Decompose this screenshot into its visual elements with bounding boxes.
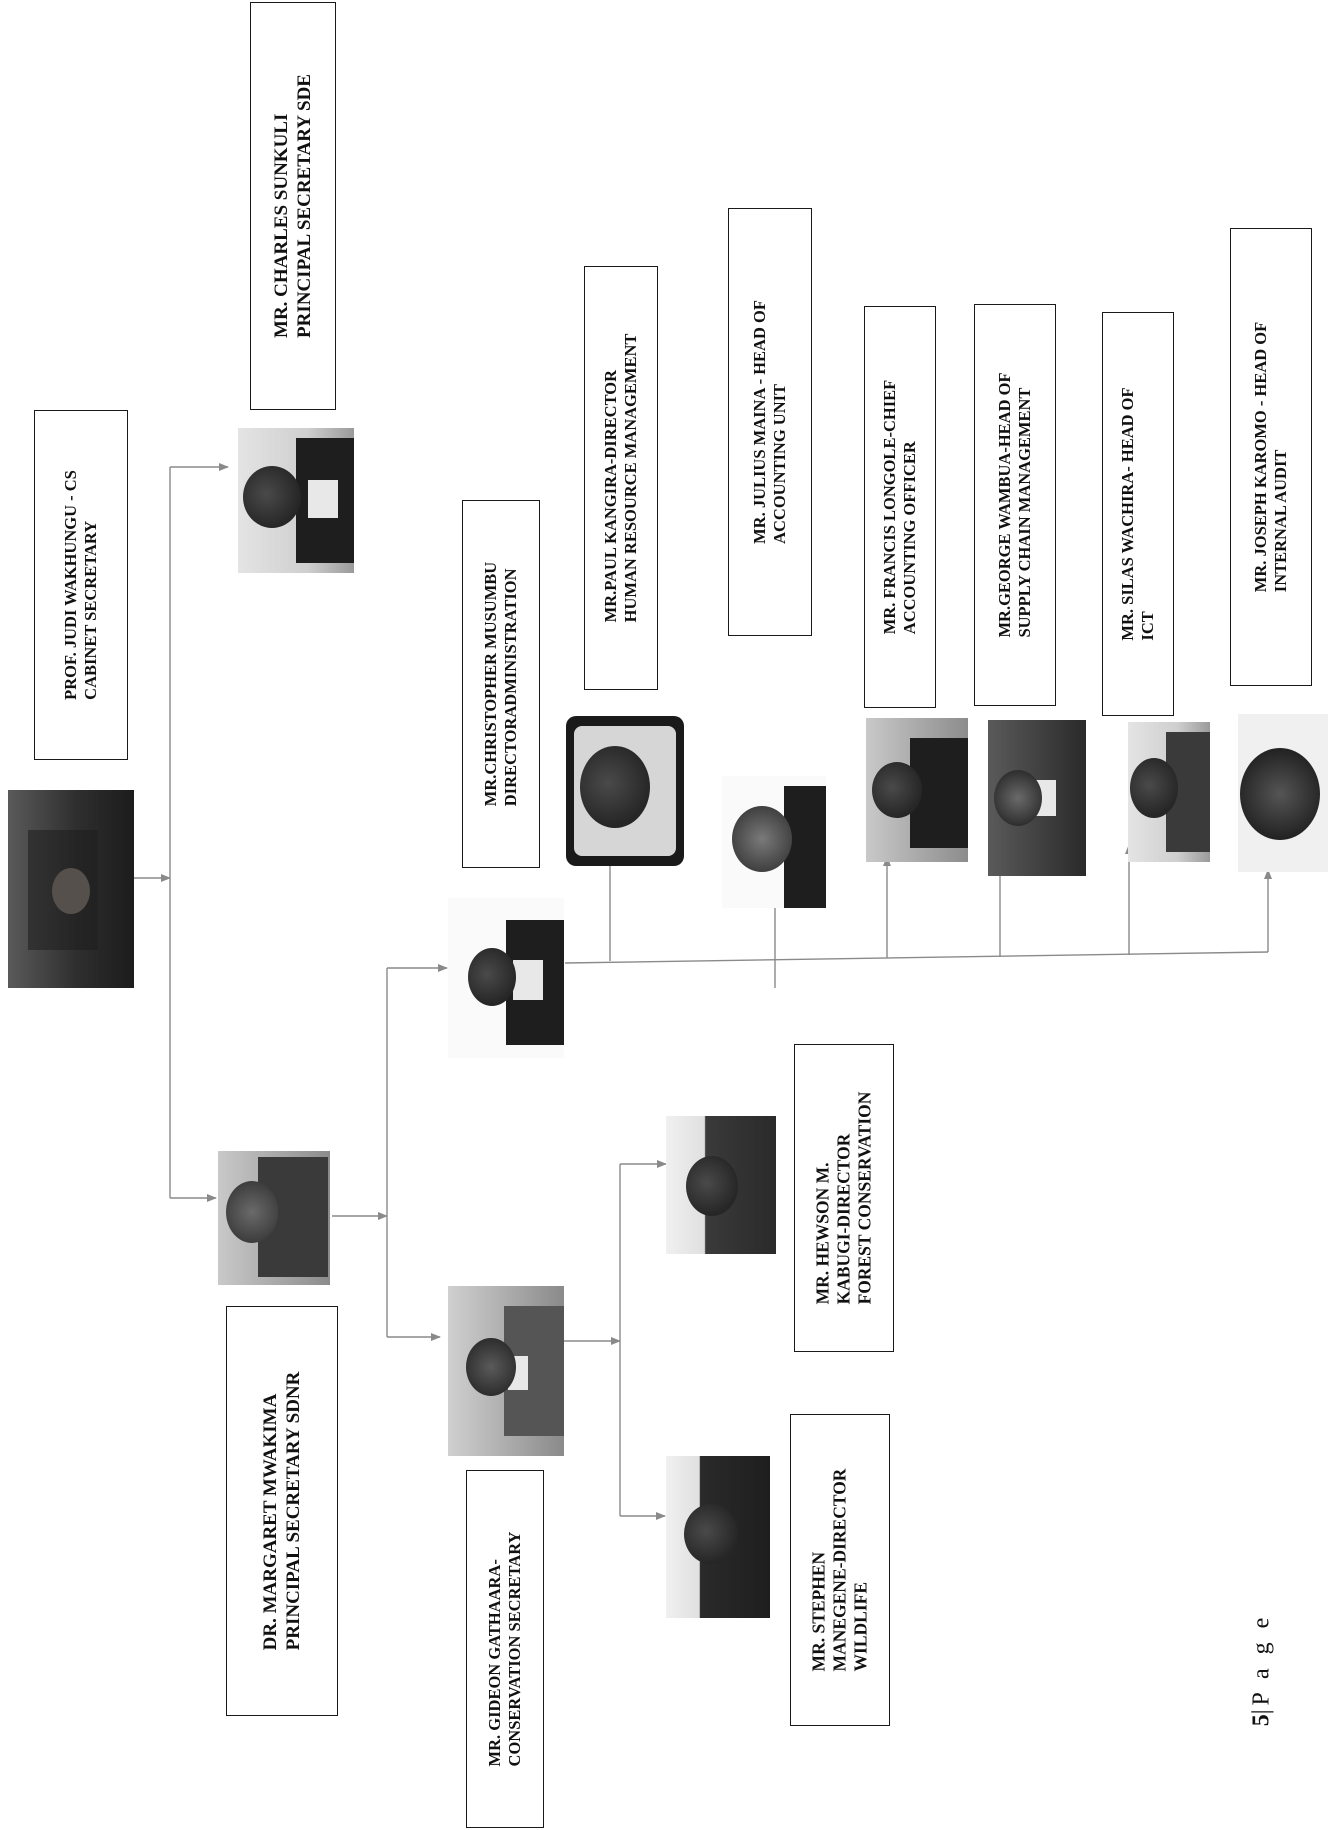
page-footer-text: 5|P a g e — [1249, 1614, 1276, 1727]
supply-photo — [988, 720, 1086, 876]
page-number: 5 — [1248, 1714, 1275, 1727]
page-footer: 5|P a g e — [1237, 1590, 1287, 1750]
conservation-photo — [448, 1286, 564, 1456]
admin-photo — [448, 898, 564, 1058]
cs-photo — [8, 790, 134, 988]
cao-photo — [866, 718, 968, 862]
accounting-photo — [722, 776, 826, 908]
conservation-label: MR. GIDEON GATHAARA-CONSERVATION SECRETA… — [485, 1531, 524, 1767]
hr-photo — [566, 716, 684, 866]
page-separator: | — [1248, 1705, 1275, 1715]
ps-sde-photo — [238, 428, 354, 573]
forest-photo — [666, 1116, 776, 1254]
page-word: P a g e — [1248, 1613, 1275, 1706]
audit-photo — [1238, 714, 1328, 872]
ps-sdnr-photo — [218, 1151, 330, 1285]
conservation-box: MR. GIDEON GATHAARA-CONSERVATION SECRETA… — [466, 1470, 544, 1828]
ict-photo — [1128, 722, 1210, 862]
wildlife-photo — [666, 1456, 770, 1618]
